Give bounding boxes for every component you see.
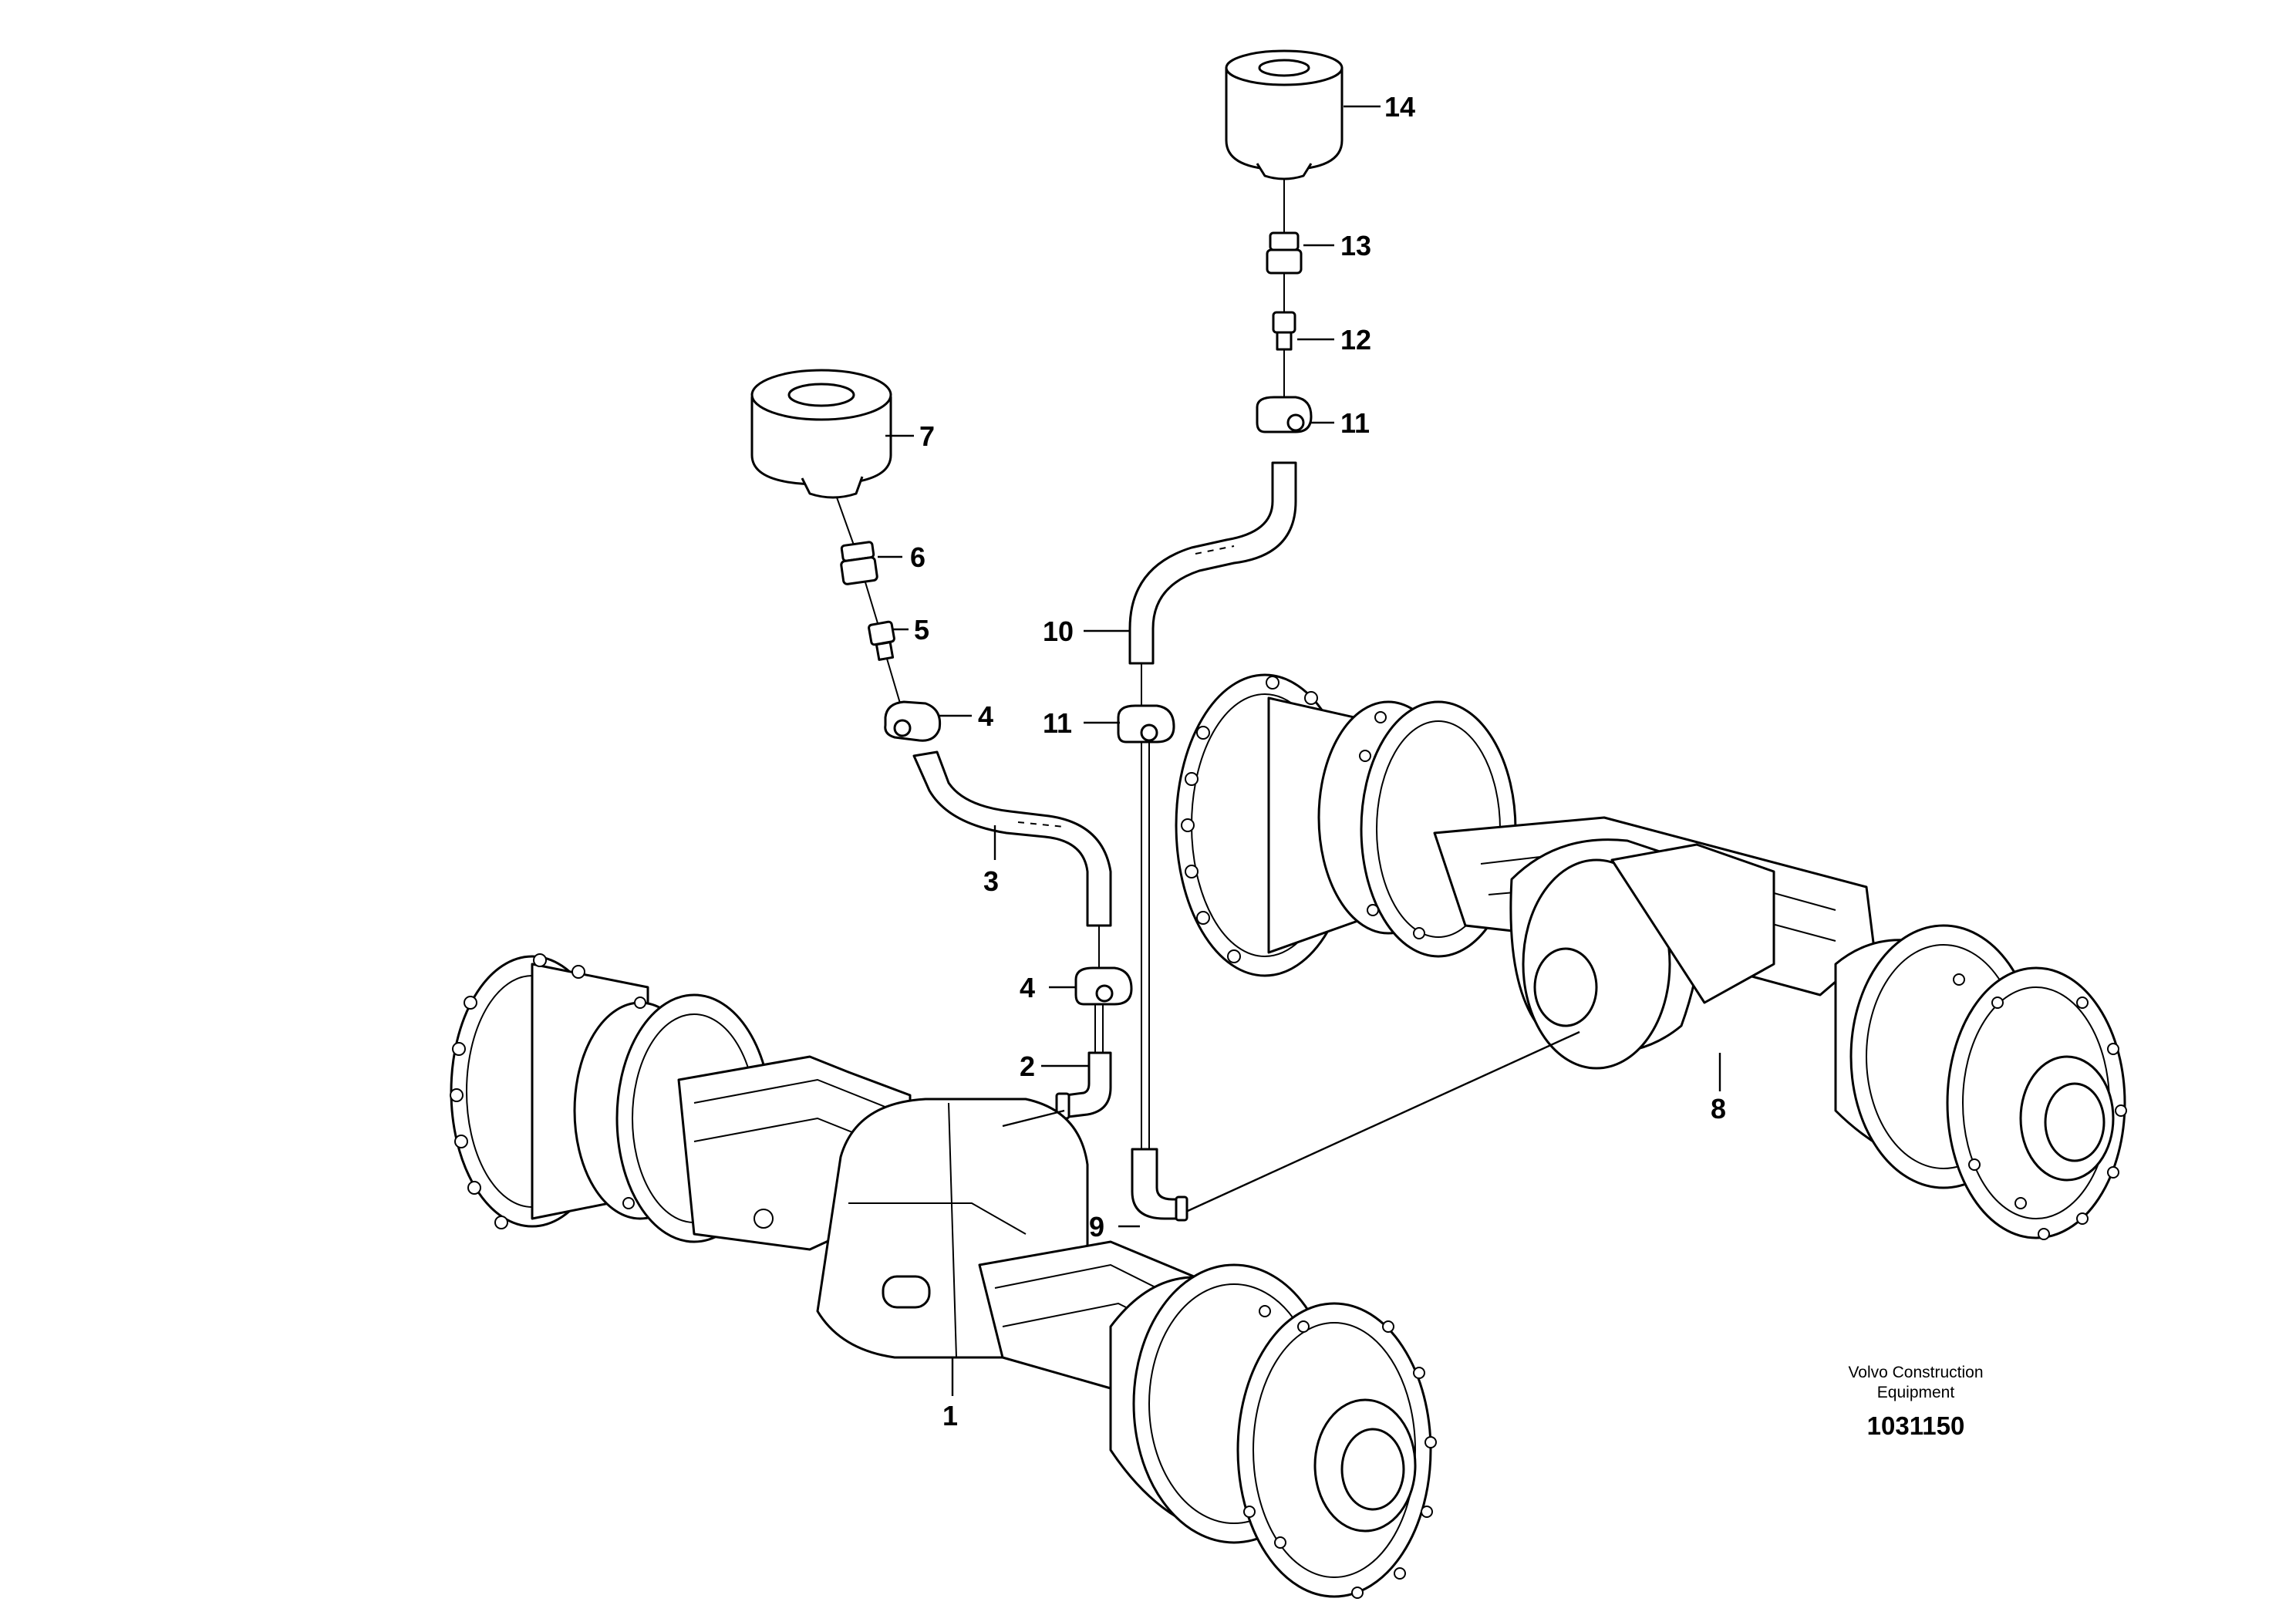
callout-13: 13 bbox=[1340, 230, 1371, 261]
hose-10 bbox=[1128, 461, 1297, 665]
callout-14: 14 bbox=[1384, 91, 1415, 123]
nipple-6 bbox=[840, 541, 878, 585]
front-axle-1 bbox=[450, 953, 1437, 1599]
callout-5: 5 bbox=[914, 614, 929, 646]
hose-clamp-4-upper bbox=[884, 700, 942, 742]
document-number: 1031150 bbox=[1867, 1411, 1965, 1440]
nipple-5 bbox=[868, 620, 895, 661]
hose-3 bbox=[912, 750, 1112, 927]
callout-12: 12 bbox=[1340, 324, 1371, 356]
credit-block: Volvo Construction Equipment 1031150 bbox=[1848, 1364, 1983, 1440]
front-axle-bolts bbox=[450, 953, 1437, 1599]
hose-clamp-11-upper bbox=[1256, 396, 1313, 433]
callout-labels: 14 13 12 11 10 11 7 6 5 4 3 4 2 9 8 1 bbox=[910, 91, 1726, 1431]
nipple-12 bbox=[1272, 311, 1296, 351]
callout-7: 7 bbox=[919, 420, 935, 452]
callout-4-upper: 4 bbox=[978, 700, 993, 732]
callout-4-lower: 4 bbox=[1020, 972, 1035, 1003]
nipple-13 bbox=[1266, 231, 1303, 275]
callout-6: 6 bbox=[910, 541, 925, 573]
elbow-2 bbox=[1055, 1051, 1112, 1120]
callout-3: 3 bbox=[983, 865, 999, 897]
callout-11-lower: 11 bbox=[1043, 707, 1072, 739]
callout-11-upper: 11 bbox=[1340, 407, 1370, 439]
callout-2: 2 bbox=[1020, 1050, 1035, 1082]
hose-clamp-11-lower bbox=[1117, 704, 1175, 744]
callout-10: 10 bbox=[1043, 615, 1074, 647]
credit-line-2: Equipment bbox=[1877, 1384, 1955, 1401]
callout-1: 1 bbox=[942, 1400, 958, 1431]
leader-lines bbox=[878, 105, 1721, 1396]
breather-filter-7 bbox=[750, 369, 892, 499]
callout-8: 8 bbox=[1711, 1093, 1726, 1125]
breather-filter-14 bbox=[1225, 49, 1344, 180]
callout-9: 9 bbox=[1089, 1211, 1104, 1243]
rear-axle-8 bbox=[1175, 673, 2127, 1240]
credit-line-1: Volvo Construction bbox=[1848, 1364, 1983, 1381]
elbow-9 bbox=[1131, 1148, 1188, 1222]
hose-clamp-4-lower bbox=[1074, 966, 1133, 1006]
rear-axle-bolts bbox=[1181, 676, 2127, 1240]
